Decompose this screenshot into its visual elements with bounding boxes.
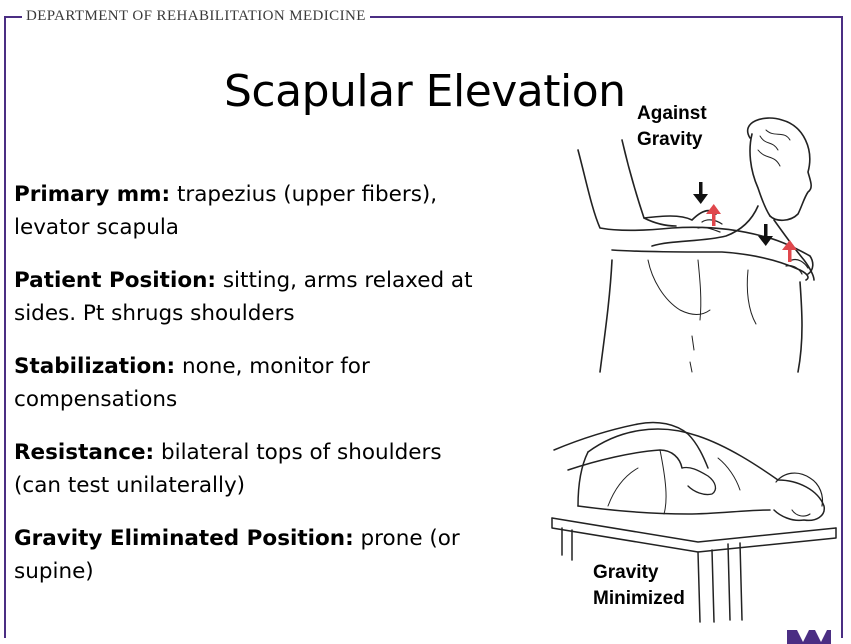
item-term: Patient Position: [14, 268, 217, 293]
item-term: Primary mm: [14, 182, 171, 207]
list-item: Stabilization: none, monitor for compens… [14, 350, 484, 416]
item-text: prone (or supine) [14, 526, 460, 584]
item-text: trapezius (upper fibers), levator scapul… [14, 182, 438, 240]
gravity-minimized-line-1: Gravity [593, 562, 659, 583]
list-item: Patient Position: sitting, arms relaxed … [14, 264, 484, 330]
gravity-minimized-label: Gravity Minimized [593, 560, 685, 612]
arrow-up-icon [706, 204, 797, 262]
against-gravity-label: Against Gravity [637, 101, 707, 153]
department-header: DEPARTMENT OF REHABILITATION MEDICINE [22, 6, 370, 26]
item-text: sitting, arms relaxed at sides. Pt shrug… [14, 268, 473, 326]
against-gravity-line-1: Against [637, 103, 707, 124]
slide-content: Primary mm: trapezius (upper fibers), le… [14, 178, 484, 608]
list-item: Resistance: bilateral tops of shoulders … [14, 436, 484, 502]
slide-frame [4, 16, 843, 638]
item-text: none, monitor for compensations [14, 354, 370, 412]
item-text: bilateral tops of shoulders (can test un… [14, 440, 442, 498]
slide-title: Scapular Elevation [224, 66, 626, 117]
seated-patient-illustration [577, 117, 815, 373]
item-term: Resistance: [14, 440, 155, 465]
against-gravity-line-2: Gravity [637, 129, 703, 150]
list-item: Gravity Eliminated Position: prone (or s… [14, 522, 484, 588]
item-term: Stabilization: [14, 354, 176, 379]
logo-w-icon [787, 630, 831, 644]
gravity-minimized-line-2: Minimized [593, 588, 685, 609]
prone-patient-illustration [551, 421, 837, 623]
arrow-down-icon [693, 182, 773, 246]
item-term: Gravity Eliminated Position: [14, 526, 354, 551]
list-item: Primary mm: trapezius (upper fibers), le… [14, 178, 484, 244]
